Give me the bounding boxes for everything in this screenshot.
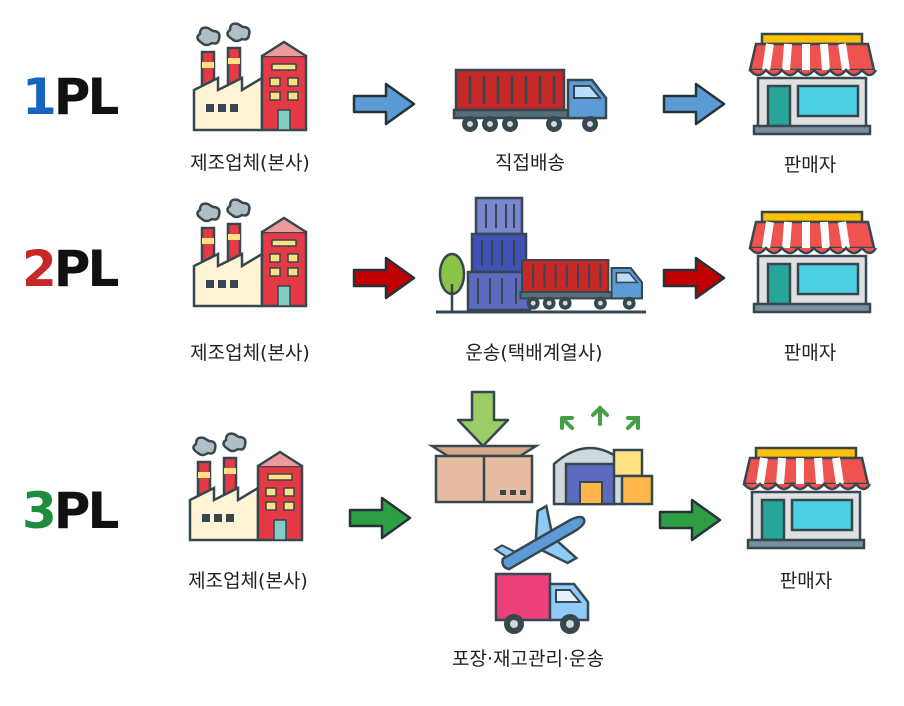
retailer-label: 판매자	[779, 570, 833, 592]
airplane-truck-icon	[493, 504, 590, 634]
pl-badge-2: 2PL	[22, 240, 119, 298]
store-icon	[752, 30, 874, 140]
warehouse-icon	[552, 405, 654, 506]
arrow-right-icon	[352, 256, 416, 300]
manufacturer-label: 제조업체(본사)	[190, 152, 310, 174]
pl-suffix: PL	[53, 68, 119, 126]
arrow-right-icon	[352, 82, 416, 126]
pl-suffix: PL	[53, 482, 119, 540]
box-down-icon	[427, 390, 541, 504]
pl-number: 2	[22, 240, 57, 298]
arrow-right-icon	[662, 82, 726, 126]
factory-icon	[192, 22, 308, 132]
pl-suffix: PL	[53, 240, 119, 298]
transport-label: 운송(택배계열사)	[465, 342, 603, 364]
pl-badge-3: 3PL	[22, 482, 119, 540]
direct-delivery-label: 직접배송	[495, 152, 565, 174]
factory-icon	[188, 432, 304, 542]
warehouse-truck-icon	[436, 196, 646, 314]
manufacturer-label: 제조업체(본사)	[190, 342, 310, 364]
retailer-label: 판매자	[783, 342, 837, 364]
store-icon	[746, 444, 868, 554]
arrow-right-icon	[348, 496, 412, 540]
arrow-right-icon	[658, 498, 722, 542]
arrow-right-icon	[662, 256, 726, 300]
pl-badge-1: 1PL	[22, 68, 119, 126]
container-truck-icon	[452, 68, 608, 134]
factory-icon	[192, 198, 308, 308]
retailer-label: 판매자	[783, 154, 837, 176]
pl-number: 3	[22, 482, 57, 540]
fulfillment-label: 포장·재고관리·운송	[452, 648, 604, 670]
manufacturer-label: 제조업체(본사)	[188, 570, 308, 592]
store-icon	[752, 208, 874, 318]
pl-number: 1	[22, 68, 57, 126]
